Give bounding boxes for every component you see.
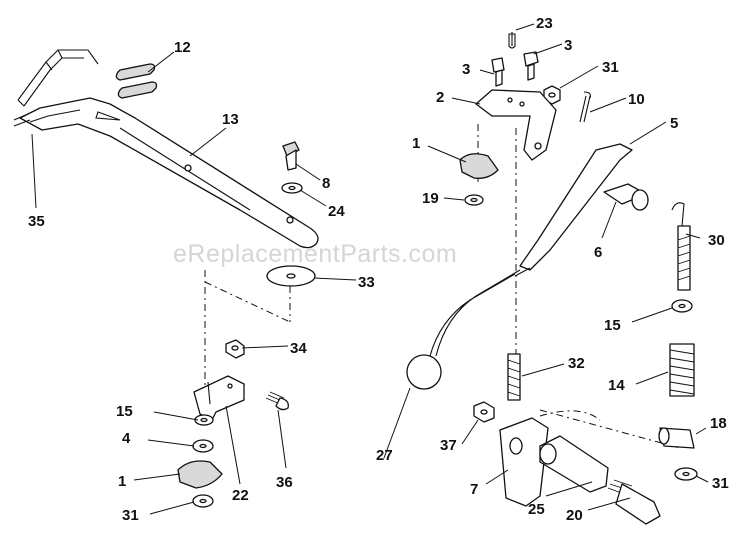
callout-23: 23: [536, 15, 553, 32]
swivel-18: [658, 427, 695, 449]
lift-lever: [19, 97, 319, 249]
spring-32: [507, 353, 521, 401]
grip-pad: [117, 81, 158, 99]
shaft-25: [539, 435, 609, 493]
callout-3-left: 3: [462, 61, 470, 78]
screw-36: [265, 391, 289, 411]
callout-25: 25: [528, 501, 545, 518]
callout-4: 4: [122, 430, 131, 447]
callout-6: 6: [594, 244, 602, 261]
callout-18: 18: [710, 415, 727, 432]
cotter-pin-10: [579, 91, 591, 123]
callout-33: 33: [358, 274, 375, 291]
callout-7: 7: [470, 481, 478, 498]
knob-27: [406, 354, 442, 390]
bolt-20: [607, 479, 661, 525]
callout-31-top: 31: [602, 59, 619, 76]
clip-1-right: [459, 153, 499, 179]
bolt-3-right: [523, 51, 539, 81]
callout-20: 20: [566, 507, 583, 524]
callout-31-bottom: 31: [712, 475, 729, 492]
callout-13: 13: [222, 111, 239, 128]
callout-10: 10: [628, 91, 645, 108]
callout-37: 37: [440, 437, 457, 454]
callout-15-left: 15: [116, 403, 133, 420]
callout-14: 14: [608, 377, 625, 394]
callout-31-left: 31: [122, 507, 139, 524]
callout-19: 19: [422, 190, 439, 207]
spring-14: [669, 343, 695, 397]
callouts: 12 13 35 8 24 33 34 15 4 1 31 22 36 23 3…: [28, 15, 729, 524]
bolt-3-left: [491, 57, 505, 87]
handle-wire: [17, 49, 99, 107]
lever-slot: [95, 111, 121, 121]
callout-3-right: 3: [564, 37, 572, 54]
callout-30: 30: [708, 232, 725, 249]
control-assembly: [406, 32, 698, 525]
leader-lines: [31, 23, 709, 515]
callout-35: 35: [28, 213, 45, 230]
callout-15-right: 15: [604, 317, 621, 334]
cotter-23: [508, 32, 516, 49]
bracket-2: [475, 89, 557, 161]
bolt-8: [282, 141, 300, 171]
callout-22: 22: [232, 487, 249, 504]
callout-27: 27: [376, 447, 393, 464]
callout-36: 36: [276, 474, 293, 491]
callout-32: 32: [568, 355, 585, 372]
control-lever-5: [519, 143, 633, 271]
callout-1-right: 1: [412, 135, 420, 152]
callout-34: 34: [290, 340, 307, 357]
shift-rod: [429, 269, 521, 357]
lift-lever-assembly: [13, 49, 319, 508]
clip-1-left: [177, 460, 223, 489]
callout-24: 24: [328, 203, 345, 220]
rod-30: [671, 202, 691, 291]
bolt-6: [603, 183, 649, 211]
callout-1-left: 1: [118, 473, 126, 490]
callout-8: 8: [322, 175, 330, 192]
callout-12: 12: [174, 39, 191, 56]
bracket-22: [193, 375, 245, 421]
callout-5: 5: [670, 115, 678, 132]
callout-2: 2: [436, 89, 444, 106]
grip-pad: [115, 63, 156, 81]
